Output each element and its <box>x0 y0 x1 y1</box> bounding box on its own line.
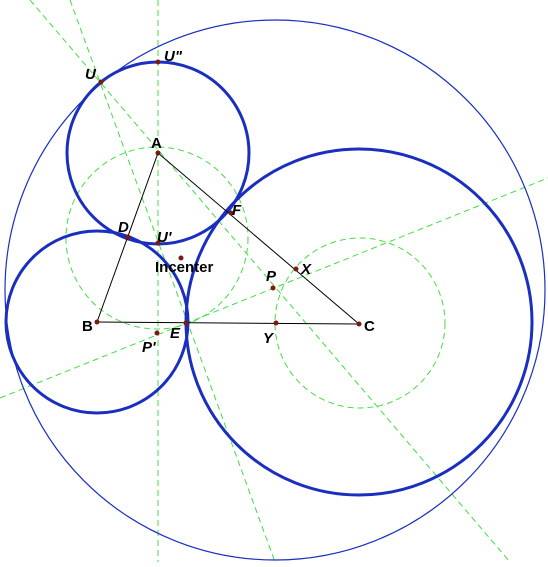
point-p <box>270 285 276 291</box>
point-e <box>183 320 189 326</box>
dashed-circle-right <box>274 237 446 409</box>
points <box>94 59 362 336</box>
point-x <box>293 266 299 272</box>
outer-circle <box>4 19 546 561</box>
label-p: P <box>266 268 277 285</box>
label-u: U <box>85 66 97 83</box>
label-p-prime: P' <box>142 339 156 356</box>
point-c <box>356 321 362 327</box>
label-a: A <box>151 135 162 152</box>
label-b: B <box>82 318 93 335</box>
point-b <box>94 319 100 325</box>
side-bc <box>96 321 360 325</box>
label-x: X <box>300 261 312 278</box>
line-top-left-to-bottom-right <box>29 0 511 563</box>
construction-circles <box>65 146 446 409</box>
labels: A B C D E F U U' U" Incenter P P' X Y <box>82 48 375 356</box>
label-u-prime: U' <box>157 229 172 246</box>
point-d <box>125 234 131 240</box>
point-u-prime <box>155 240 161 246</box>
label-y: Y <box>263 330 275 347</box>
label-f: F <box>232 202 242 219</box>
label-u-double-prime: U" <box>164 48 183 65</box>
side-ac <box>157 152 360 325</box>
point-u <box>98 79 104 85</box>
label-e: E <box>170 325 181 342</box>
label-incenter: Incenter <box>155 259 214 276</box>
point-p-prime <box>154 330 160 336</box>
point-f <box>228 210 234 216</box>
point-y <box>273 320 279 326</box>
point-a <box>155 150 161 156</box>
label-c: C <box>364 318 375 335</box>
label-d: D <box>118 219 129 236</box>
point-incenter <box>178 255 184 261</box>
point-u-double-prime <box>155 59 161 65</box>
